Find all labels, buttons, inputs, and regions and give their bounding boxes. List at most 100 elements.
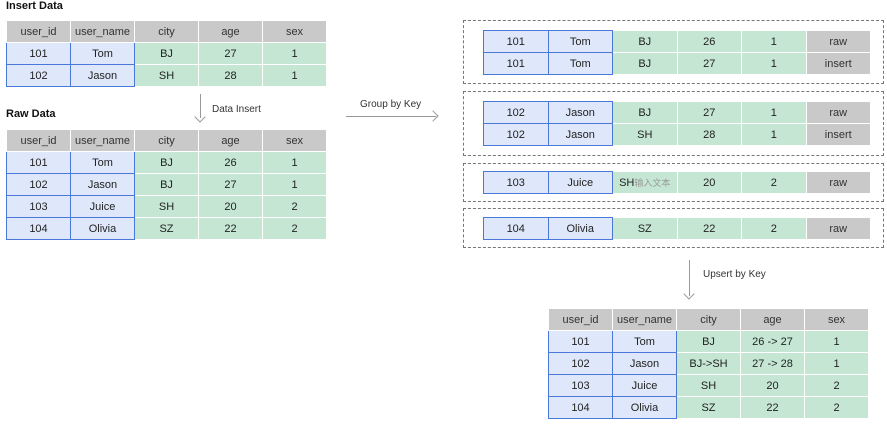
table-row: 102 Jason BJ 27 1 raw xyxy=(483,101,871,124)
cell-city: SZ xyxy=(134,217,199,240)
cell-sex: 2 xyxy=(804,374,869,397)
cell-sex: 2 xyxy=(741,217,807,240)
cell-user-name: Olivia xyxy=(547,217,613,240)
cell-age: 26 -> 27 xyxy=(740,330,805,353)
cell-user-name: Tom xyxy=(547,52,613,75)
cell-user-id: 101 xyxy=(483,52,549,75)
group-table-104: 104 Olivia SZ 22 2 raw xyxy=(483,217,871,240)
table-row: 104 Olivia SZ 22 2 raw xyxy=(483,217,871,240)
cell-sex: 1 xyxy=(741,101,807,124)
cell-city: SH xyxy=(134,64,199,87)
cell-user-id: 102 xyxy=(6,173,71,196)
cell-sex: 1 xyxy=(262,42,327,65)
upsert-by-key-arrow xyxy=(689,260,690,296)
header-city: city xyxy=(676,308,741,331)
cell-user-id: 104 xyxy=(548,396,613,419)
cell-age: 20 xyxy=(198,195,263,218)
cell-age: 26 xyxy=(198,151,263,174)
cell-user-id: 101 xyxy=(483,30,549,53)
cell-user-name: Jason xyxy=(70,173,135,196)
table-row: 101 Tom BJ 27 1 xyxy=(6,42,327,65)
cell-city: BJ->SH xyxy=(676,352,741,375)
cell-user-id: 102 xyxy=(483,123,549,146)
cell-source-tag: raw xyxy=(805,217,871,240)
group-table-103: 103 Juice SH输入文本 20 2 raw xyxy=(483,171,871,194)
cell-user-name: Juice xyxy=(547,171,613,194)
cell-user-name: Olivia xyxy=(612,396,677,419)
cell-user-name: Jason xyxy=(612,352,677,375)
table-row: 101 Tom BJ 27 1 insert xyxy=(483,52,871,75)
cell-city: SZ xyxy=(612,217,678,240)
data-insert-label: Data Insert xyxy=(212,104,261,115)
header-user-name: user_name xyxy=(70,20,135,43)
table-row: 103 Juice SH输入文本 20 2 raw xyxy=(483,171,871,194)
placeholder-overlay-text: 输入文本 xyxy=(634,178,671,188)
raw-data-title: Raw Data xyxy=(6,108,56,120)
cell-age: 20 xyxy=(740,374,805,397)
header-user-id: user_id xyxy=(6,129,71,152)
cell-source-tag: insert xyxy=(805,52,871,75)
group-table-101: 101 Tom BJ 26 1 raw 101 Tom BJ 27 1 inse… xyxy=(483,30,871,75)
cell-user-id: 103 xyxy=(6,195,71,218)
group-box-104 xyxy=(463,208,884,248)
header-sex: sex xyxy=(262,20,327,43)
cell-user-id: 101 xyxy=(548,330,613,353)
cell-city: BJ xyxy=(676,330,741,353)
cell-user-id: 103 xyxy=(548,374,613,397)
cell-sex: 2 xyxy=(262,217,327,240)
cell-sex: 2 xyxy=(804,396,869,419)
cell-age: 22 xyxy=(198,217,263,240)
cell-age: 26 xyxy=(676,30,742,53)
cell-sex: 1 xyxy=(262,173,327,196)
table-row: 104 Olivia SZ 22 2 xyxy=(548,396,869,419)
group-by-key-label: Group by Key xyxy=(360,99,422,110)
table-row: 102 Jason SH 28 1 xyxy=(6,64,327,87)
cell-sex: 1 xyxy=(804,330,869,353)
cell-city: SH输入文本 xyxy=(612,171,678,194)
header-age: age xyxy=(198,129,263,152)
cell-sex: 2 xyxy=(262,195,327,218)
cell-user-id: 102 xyxy=(483,101,549,124)
cell-source-tag: raw xyxy=(805,30,871,53)
table-row: 101 Tom BJ 26 1 raw xyxy=(483,30,871,53)
city-value: SH xyxy=(619,177,635,189)
cell-source-tag: raw xyxy=(805,171,871,194)
group-box-101 xyxy=(463,20,884,84)
cell-user-id: 102 xyxy=(548,352,613,375)
table-row: 103 Juice SH 20 2 xyxy=(548,374,869,397)
data-insert-arrow xyxy=(200,94,201,118)
cell-age: 22 xyxy=(740,396,805,419)
insert-data-table: user_id user_name city age sex 101 Tom B… xyxy=(6,20,327,87)
result-header-row: user_id user_name city age sex xyxy=(548,308,869,331)
arrow-down-icon xyxy=(194,111,206,123)
cell-user-name: Juice xyxy=(612,374,677,397)
header-user-name: user_name xyxy=(70,129,135,152)
cell-sex: 2 xyxy=(741,171,807,194)
cell-sex: 1 xyxy=(262,64,327,87)
cell-age: 27 xyxy=(198,42,263,65)
cell-city: SH xyxy=(676,374,741,397)
cell-sex: 1 xyxy=(741,52,807,75)
table-row: 101 Tom BJ 26 -> 27 1 xyxy=(548,330,869,353)
cell-city: BJ xyxy=(134,42,199,65)
cell-user-id: 101 xyxy=(6,42,71,65)
cell-user-id: 102 xyxy=(6,64,71,87)
header-user-name: user_name xyxy=(612,308,677,331)
cell-user-name: Jason xyxy=(547,123,613,146)
header-city: city xyxy=(134,20,199,43)
cell-age: 27 -> 28 xyxy=(740,352,805,375)
cell-age: 28 xyxy=(198,64,263,87)
cell-user-name: Jason xyxy=(70,64,135,87)
cell-user-name: Tom xyxy=(70,151,135,174)
cell-source-tag: raw xyxy=(805,101,871,124)
arrow-right-icon xyxy=(427,110,439,122)
cell-user-id: 104 xyxy=(6,217,71,240)
cell-city: SH xyxy=(134,195,199,218)
table-row: 102 Jason SH 28 1 insert xyxy=(483,123,871,146)
header-city: city xyxy=(134,129,199,152)
raw-header-row: user_id user_name city age sex xyxy=(6,129,327,152)
cell-user-name: Tom xyxy=(547,30,613,53)
raw-data-table: user_id user_name city age sex 101 Tom B… xyxy=(6,129,327,240)
cell-user-name: Tom xyxy=(70,42,135,65)
cell-user-id: 103 xyxy=(483,171,549,194)
